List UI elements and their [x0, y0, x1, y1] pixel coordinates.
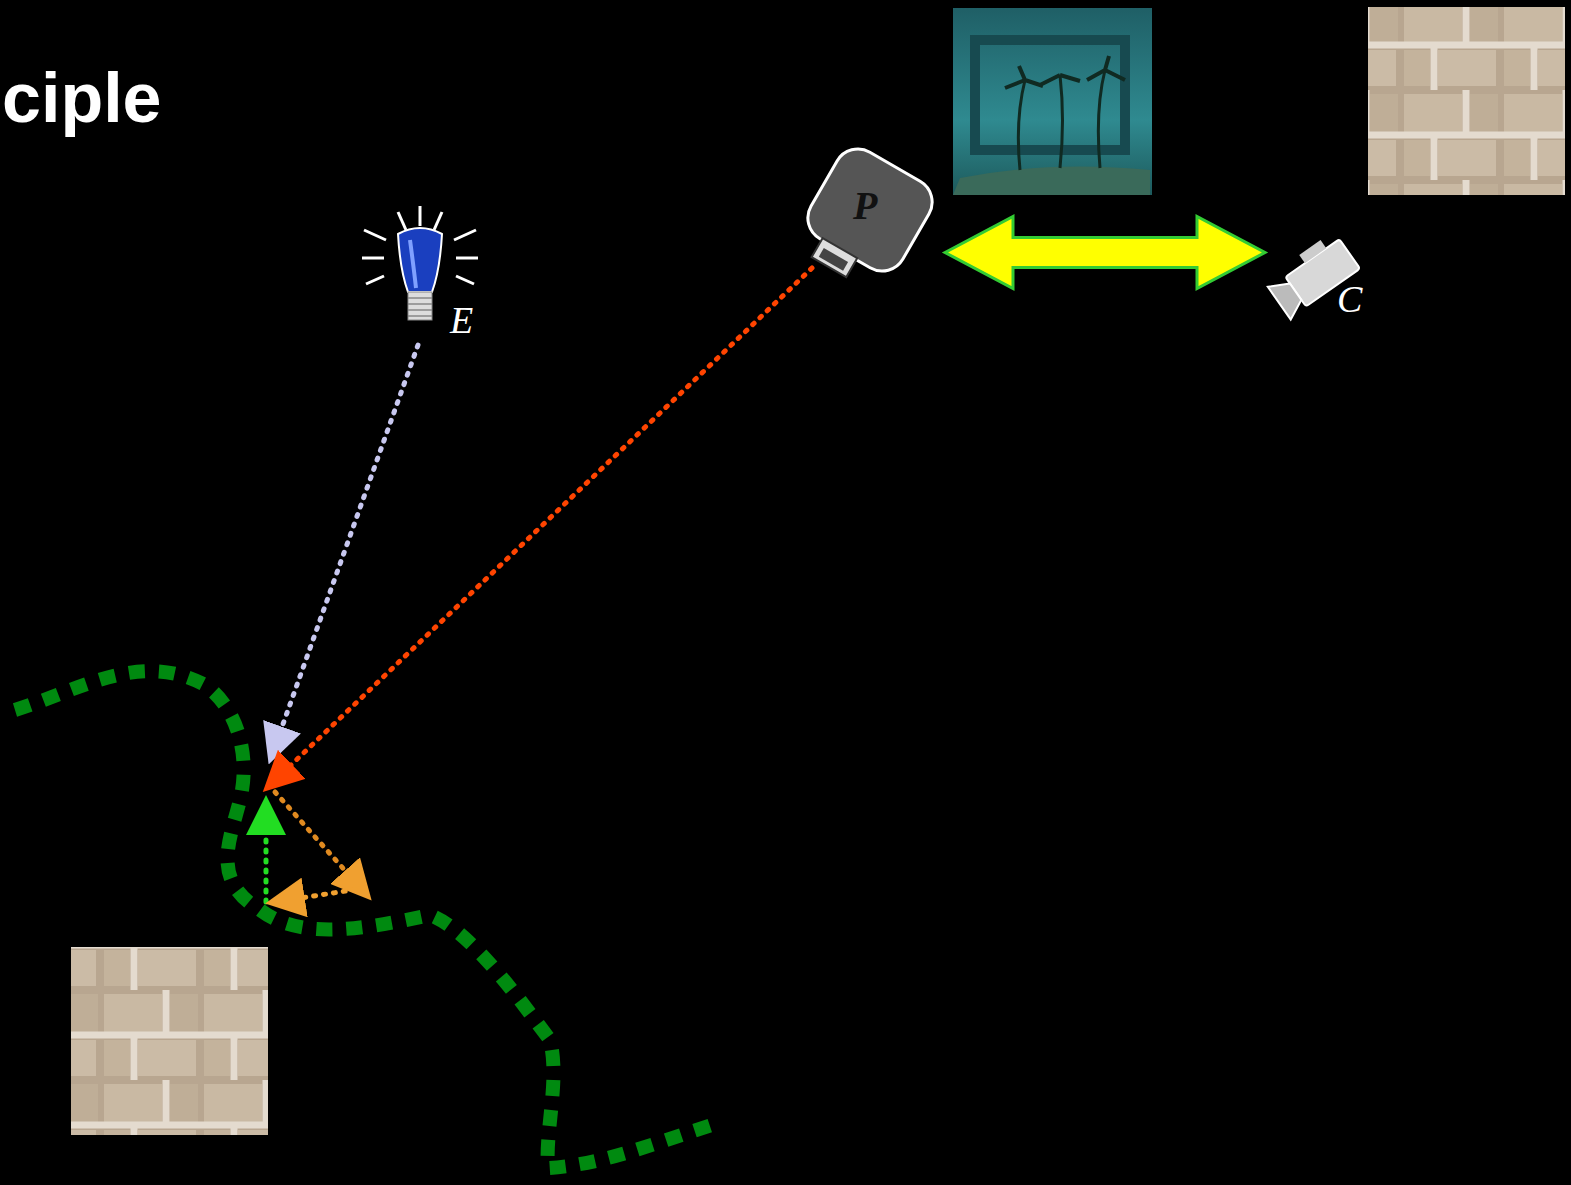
interreflection-ray	[264, 805, 269, 902]
calibration-arrow	[945, 217, 1265, 289]
symbol-node: C	[1265, 225, 1380, 325]
symbol-label: P	[853, 182, 877, 229]
symbol-label: E	[450, 298, 473, 342]
slide-title: ciple	[2, 58, 162, 138]
projected-image	[953, 8, 1152, 195]
camera-image	[1368, 7, 1565, 195]
scatter-ray	[275, 792, 365, 893]
symbol-node: E	[360, 200, 480, 340]
surface-texture	[71, 947, 268, 1135]
camera-symbol	[1265, 225, 1380, 325]
symbol-node: P	[795, 140, 945, 280]
projector-ray	[270, 268, 812, 785]
symbol-label: C	[1337, 277, 1362, 321]
surface-curve	[15, 671, 712, 1168]
scatter-ray	[275, 888, 365, 902]
ambient-ray	[272, 345, 418, 755]
